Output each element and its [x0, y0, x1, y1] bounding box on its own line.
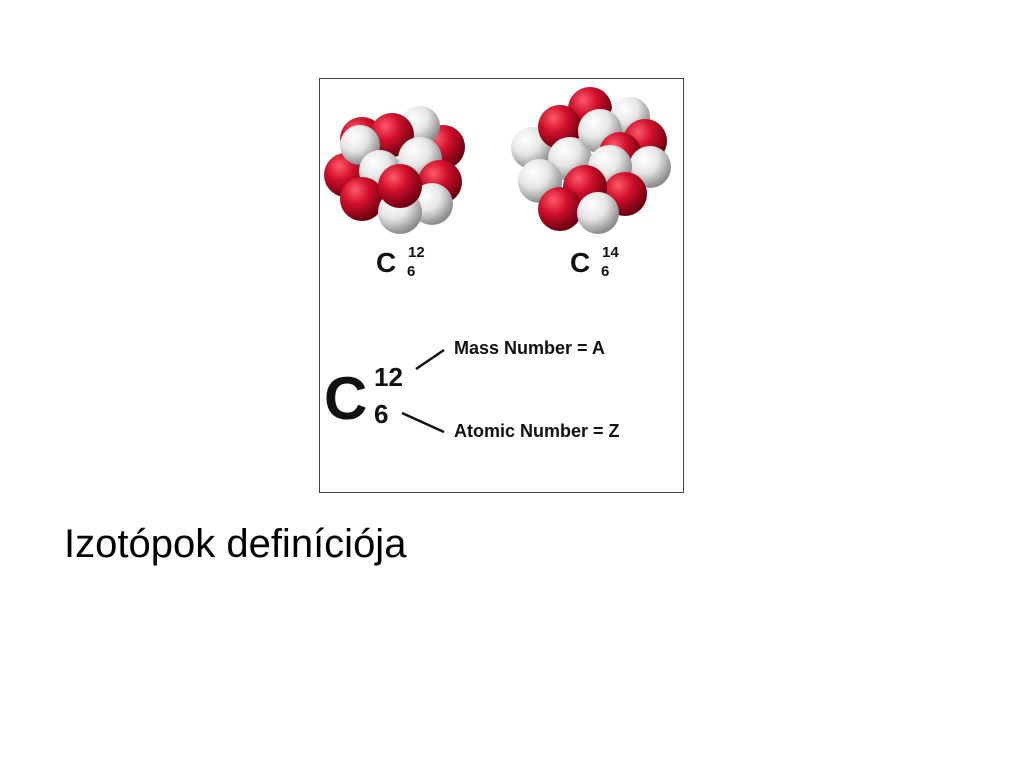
slide-title: Izotópok definíciója — [64, 522, 407, 566]
atomic-number: 6 — [601, 263, 609, 280]
notation-mass-number: 12 — [374, 362, 403, 392]
mass-number: 12 — [408, 244, 425, 261]
atomic-number: 6 — [407, 263, 415, 280]
isotope-svg: C 12 6 C 14 6 C 12 6 Mass Number = A Ato… — [324, 87, 671, 441]
carbon-14-nucleus-icon — [511, 87, 671, 234]
atomic-pointer-line — [401, 411, 445, 434]
mass-pointer-line — [415, 348, 445, 371]
element-symbol: C — [376, 247, 396, 278]
carbon-12-nucleus-icon — [324, 106, 465, 234]
notation-atomic-number: 6 — [374, 399, 388, 429]
isotope-symbol-c12: C 12 6 — [376, 244, 425, 280]
isotope-symbol-c14: C 14 6 — [570, 244, 619, 280]
atomic-number-label: Atomic Number = Z — [454, 421, 620, 441]
isotope-notation: C 12 6 Mass Number = A Atomic Number = Z — [324, 338, 620, 441]
isotope-diagram: C 12 6 C 14 6 C 12 6 Mass Number = A Ato… — [319, 78, 684, 493]
element-symbol: C — [570, 247, 590, 278]
mass-number-label: Mass Number = A — [454, 338, 605, 358]
notation-symbol: C — [324, 365, 367, 432]
mass-number: 14 — [602, 244, 619, 261]
